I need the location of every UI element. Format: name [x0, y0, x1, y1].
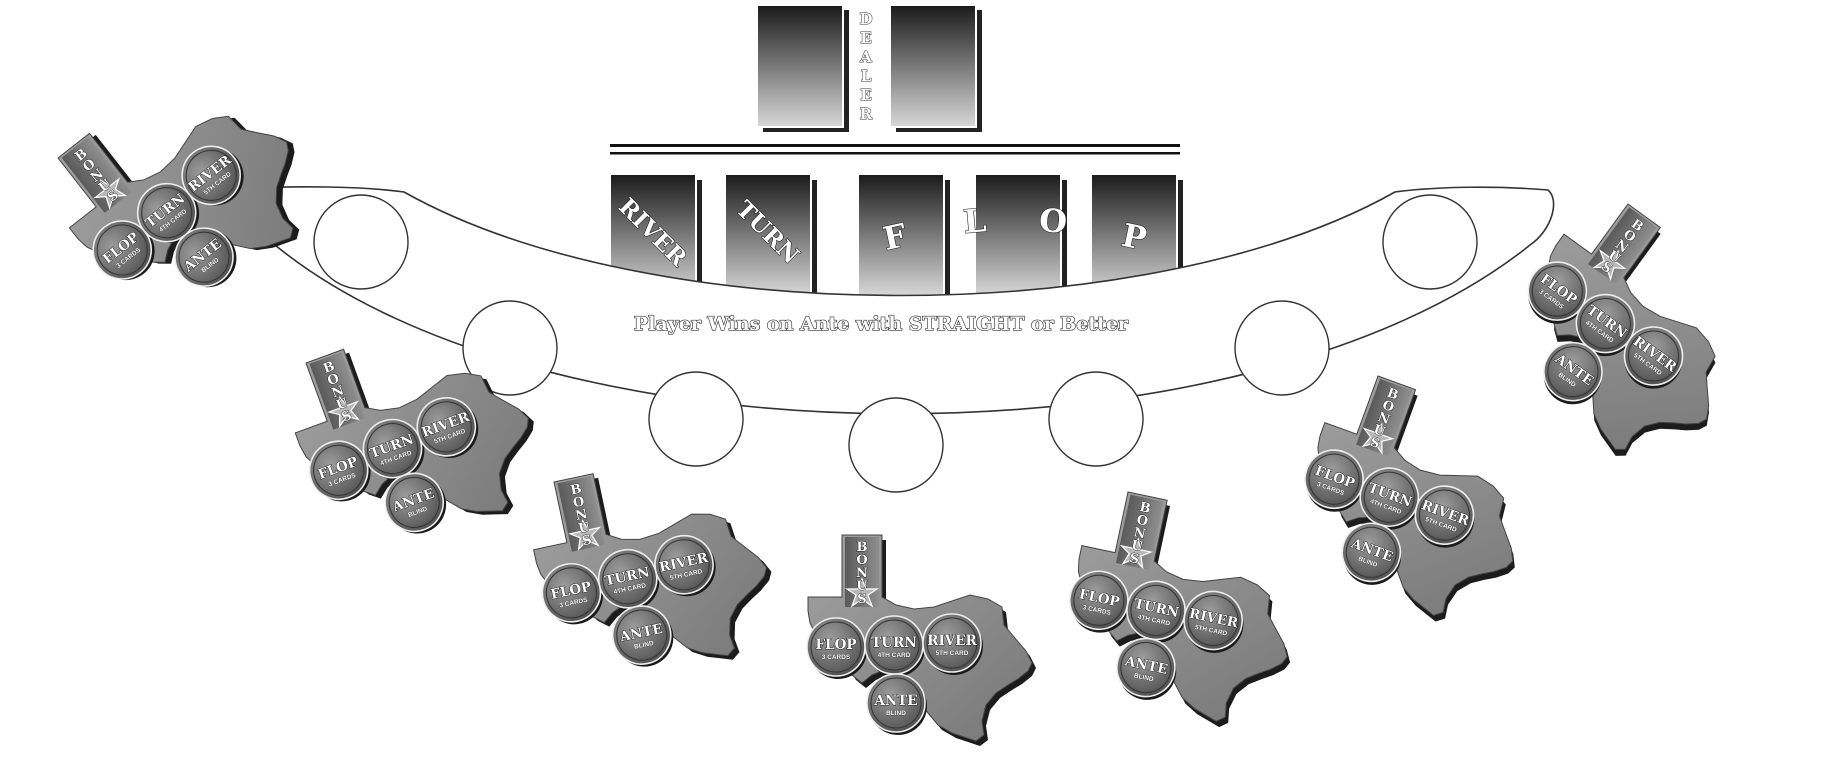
dealer-letter: E — [860, 29, 871, 47]
river-bet-sublabel: 5TH CARD — [936, 650, 969, 657]
bonus-letter: N — [330, 383, 346, 401]
bonus-letter: B — [857, 540, 868, 555]
player-card-spot-5[interactable] — [1048, 371, 1144, 467]
player-card-spot-7[interactable] — [1382, 194, 1478, 290]
flop-bet-sublabel: 3 CARDS — [822, 654, 851, 661]
bonus-letter: S — [581, 533, 593, 550]
bonus-letter: S — [857, 592, 866, 607]
turn-bet-label: TURN — [871, 635, 916, 651]
dealer-letter: A — [859, 48, 872, 66]
bonus-letter: B — [1385, 386, 1400, 404]
flop-letter-o: O — [1038, 201, 1069, 241]
dealer-letter: R — [860, 105, 873, 123]
dealer-card-right[interactable] — [889, 4, 982, 132]
bonus-letter: N — [856, 566, 868, 581]
ante-bet-sublabel: BLIND — [1133, 672, 1154, 683]
bonus-letter: N — [1132, 525, 1147, 542]
player-card-spot-1[interactable] — [313, 194, 409, 290]
bonus-letter: N — [574, 507, 589, 524]
star-icon — [1592, 248, 1627, 282]
flop-letter-l: L — [962, 201, 988, 241]
player-card-spot-4[interactable] — [848, 397, 944, 493]
flop-card-2[interactable] — [974, 173, 1067, 302]
bonus-letter: B — [569, 482, 583, 499]
turn-card[interactable]: TURN — [724, 173, 817, 302]
bonus-letter: U — [1130, 538, 1145, 555]
dealer-letter: D — [859, 10, 872, 28]
dealer-card-left[interactable] — [756, 4, 849, 132]
bonus-letter: U — [577, 520, 592, 537]
bonus-letter: N — [1375, 410, 1391, 428]
bonus-letter: B — [321, 359, 336, 377]
rule-text: Player Wins on Ante with STRAIGHT or Bet… — [634, 313, 1129, 335]
bonus-letter: O — [1135, 513, 1149, 530]
dealer-letter: L — [861, 67, 872, 85]
star-icon — [93, 177, 128, 210]
river-bet-label: RIVER — [927, 633, 977, 649]
bonus-letter: B — [1138, 500, 1152, 517]
bonus-letter: O — [856, 553, 867, 568]
dealer-divider — [610, 144, 1180, 155]
star-icon — [327, 395, 361, 429]
community-cards: RIVER TURN F L O P — [609, 173, 1183, 302]
player-card-spots — [313, 194, 1478, 493]
player-card-spot-3[interactable] — [648, 371, 744, 467]
ante-bet-label: ANTE — [873, 693, 917, 709]
star-icon — [1119, 537, 1154, 570]
flop-card-1[interactable] — [857, 173, 950, 302]
turn-bet-sublabel: 4TH CARD — [878, 652, 911, 659]
ante-bet-sublabel: BLIND — [886, 710, 906, 717]
bonus-letter: O — [572, 494, 586, 511]
bonus-letter: S — [1128, 551, 1140, 568]
bonus-letter: U — [856, 579, 868, 594]
ante-bet-sublabel: BLIND — [633, 640, 654, 651]
star-icon — [1361, 422, 1395, 455]
dealer-letter: E — [860, 86, 871, 104]
player-card-spot-2[interactable] — [462, 300, 558, 396]
bonus-letter: O — [326, 371, 342, 389]
flop-bet-label: FLOP — [816, 637, 857, 653]
star-icon — [568, 519, 602, 552]
bonus-letter: O — [1380, 398, 1396, 416]
player-card-spot-6[interactable] — [1234, 300, 1330, 396]
star-icon — [845, 577, 879, 608]
